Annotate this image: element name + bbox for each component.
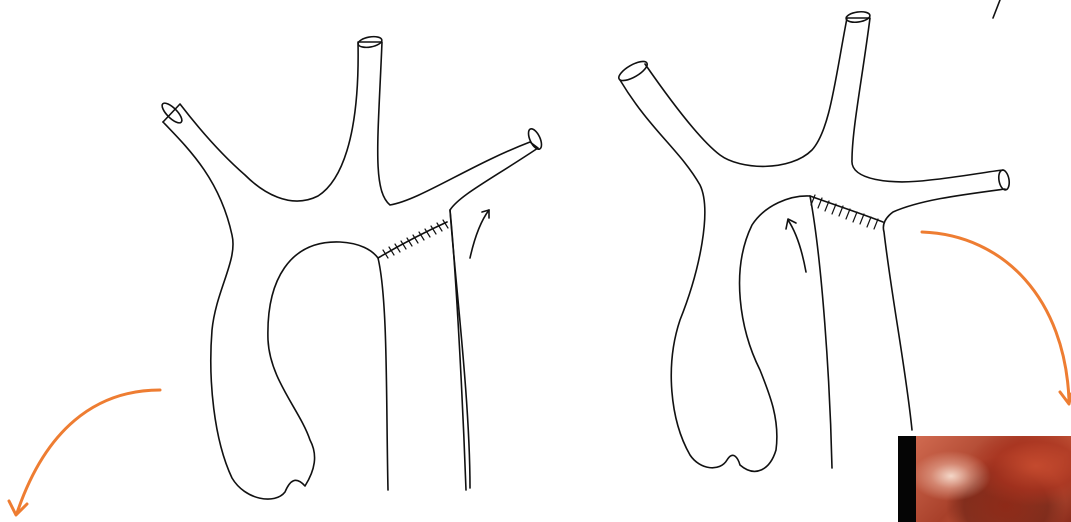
photo-black-border: [898, 436, 916, 522]
photo-tissue-image: [916, 436, 1071, 522]
left-orange-arrow: [17, 390, 160, 513]
right-vessel-drawing: [616, 10, 1011, 471]
right-orange-arrow: [922, 232, 1069, 400]
left-vessel-drawing: [159, 35, 544, 499]
partial-glyph-top-right: [993, 0, 1000, 18]
endoscopic-photo-thumbnail: [898, 436, 1071, 522]
